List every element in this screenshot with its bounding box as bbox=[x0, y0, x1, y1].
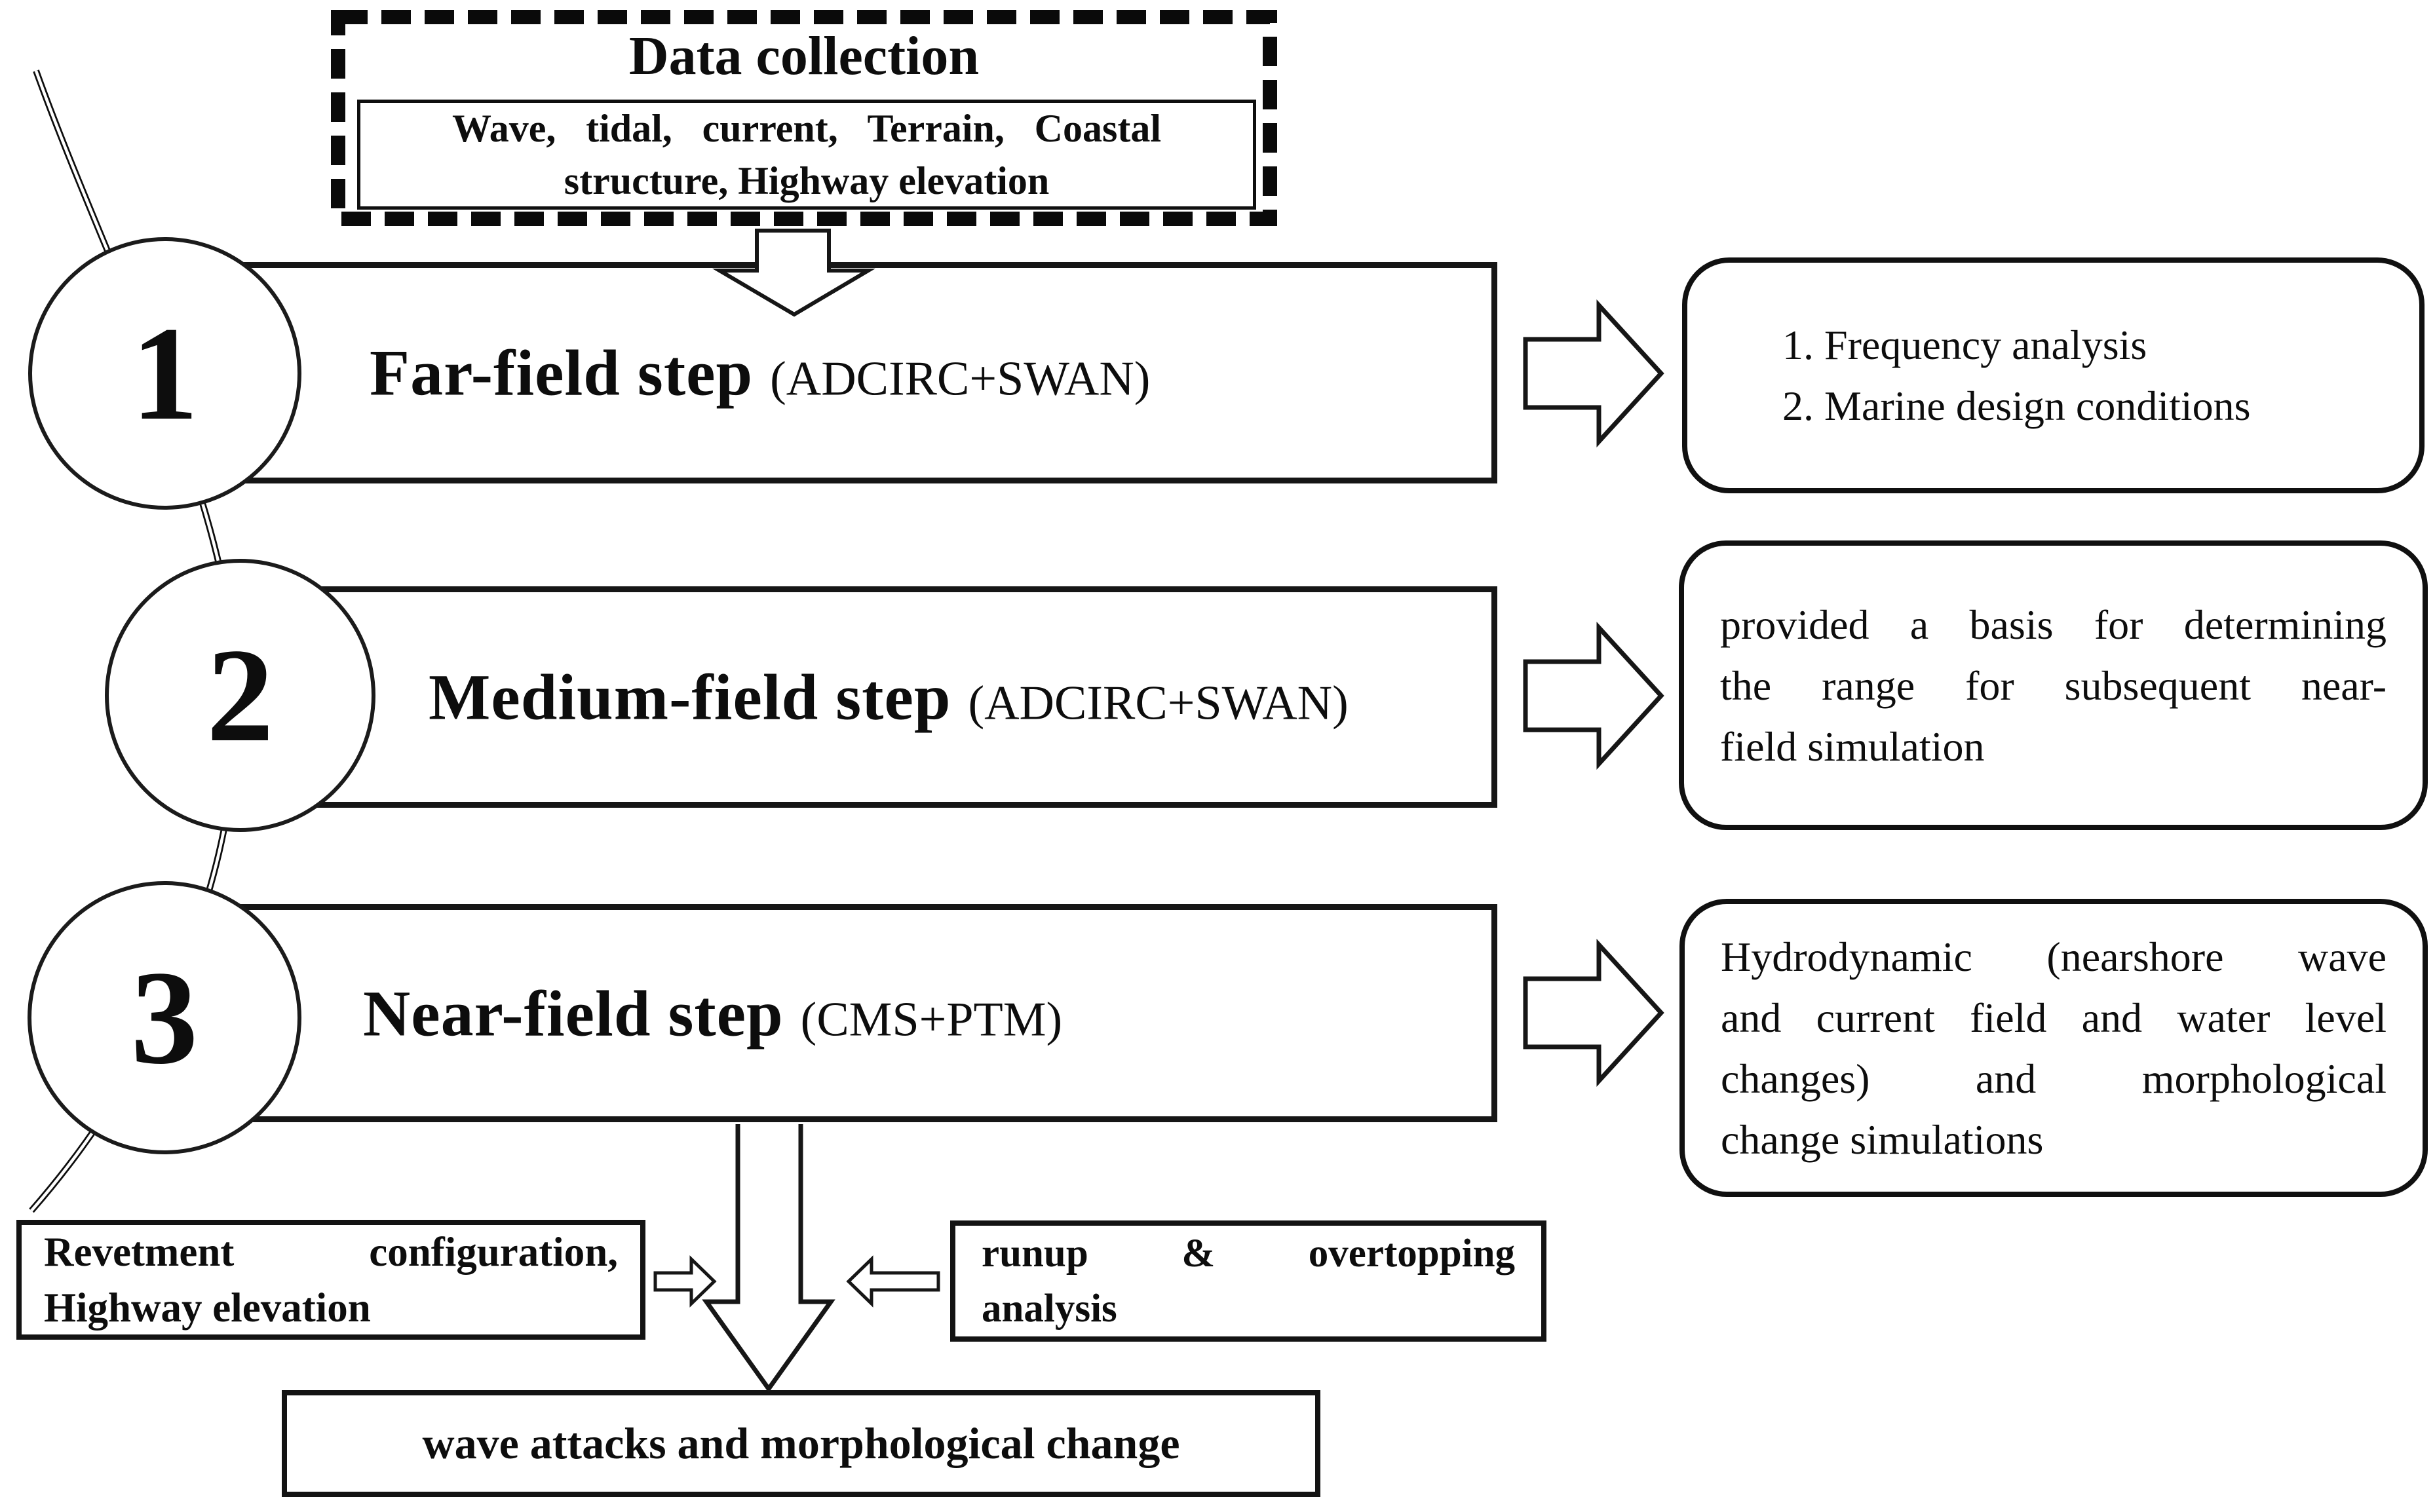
step2-box: Medium-field step (ADCIRC+SWAN) bbox=[197, 586, 1497, 808]
step3-outcome-line-1: Hydrodynamic (nearshore wave bbox=[1721, 933, 2387, 980]
right-arrow-step1-icon bbox=[1523, 299, 1664, 448]
down-arrow-icon bbox=[712, 229, 875, 317]
data-collection-dashed-border bbox=[331, 10, 1277, 226]
step1-outcome-box: 1. Frequency analysis 2. Marine design c… bbox=[1682, 257, 2425, 493]
step2-number: 2 bbox=[206, 621, 274, 770]
step2-outcome-line-2: the range for subsequent near- bbox=[1720, 662, 2387, 709]
step1-outcome-line-2: 2. Marine design conditions bbox=[1782, 383, 2251, 429]
step2-outcome-line-3: field simulation bbox=[1720, 723, 1985, 770]
step3-number: 3 bbox=[130, 943, 199, 1092]
runup-analysis-line-1: runup & overtopping bbox=[982, 1231, 1515, 1276]
result-text: wave attacks and morphological change bbox=[422, 1418, 1180, 1468]
data-collection-title: Data collection bbox=[628, 26, 980, 86]
step3-outcome-line-4: change simulations bbox=[1721, 1116, 2044, 1163]
step2-model: (ADCIRC+SWAN) bbox=[968, 676, 1349, 730]
step1-title: Far-field step bbox=[370, 336, 754, 409]
data-collection-items-line-2: structure, Highway elevation bbox=[564, 159, 1050, 202]
step2-outcome-line-1: provided a basis for determining bbox=[1720, 601, 2387, 648]
data-collection-items-line-1: Wave, tidal, current, Terrain, Coastal bbox=[452, 107, 1161, 150]
step3-model: (CMS+PTM) bbox=[800, 992, 1063, 1046]
revetment-input-line-1: Revetment configuration, bbox=[44, 1228, 618, 1275]
right-arrow-step3-icon bbox=[1523, 938, 1664, 1087]
data-collection-items-box: Wave, tidal, current, Terrain, Coastal s… bbox=[357, 100, 1256, 210]
small-left-arrow-icon bbox=[846, 1255, 940, 1308]
step3-box: Near-field step (CMS+PTM) bbox=[197, 904, 1497, 1122]
runup-analysis-line-2: analysis bbox=[982, 1286, 1117, 1331]
small-right-arrow-icon bbox=[653, 1255, 717, 1308]
step3-title: Near-field step bbox=[363, 977, 784, 1049]
step1-box: Far-field step (ADCIRC+SWAN) bbox=[197, 262, 1497, 483]
step1-model: (ADCIRC+SWAN) bbox=[770, 352, 1151, 406]
step2-title: Medium-field step bbox=[429, 660, 951, 734]
revetment-input-box: Revetment configuration, Highway elevati… bbox=[16, 1220, 645, 1340]
step3-number-circle: 3 bbox=[28, 881, 301, 1154]
step3-outcome-line-2: and current field and water level bbox=[1721, 994, 2387, 1041]
result-box: wave attacks and morphological change bbox=[282, 1390, 1320, 1497]
step1-number-circle: 1 bbox=[28, 237, 301, 510]
step1-outcome-line-1: 1. Frequency analysis bbox=[1782, 322, 2147, 368]
right-arrow-step2-icon bbox=[1523, 621, 1664, 770]
revetment-input-line-2: Highway elevation bbox=[44, 1284, 371, 1331]
step3-outcome-line-3: changes) and morphological bbox=[1721, 1055, 2387, 1102]
step3-outcome-box: Hydrodynamic (nearshore wave and current… bbox=[1679, 899, 2428, 1197]
step2-number-circle: 2 bbox=[105, 559, 375, 832]
step2-outcome-box: provided a basis for determining the ran… bbox=[1679, 540, 2428, 830]
runup-analysis-box: runup & overtopping analysis bbox=[950, 1220, 1546, 1342]
step1-number: 1 bbox=[131, 299, 199, 448]
big-down-arrow-icon bbox=[702, 1124, 835, 1393]
